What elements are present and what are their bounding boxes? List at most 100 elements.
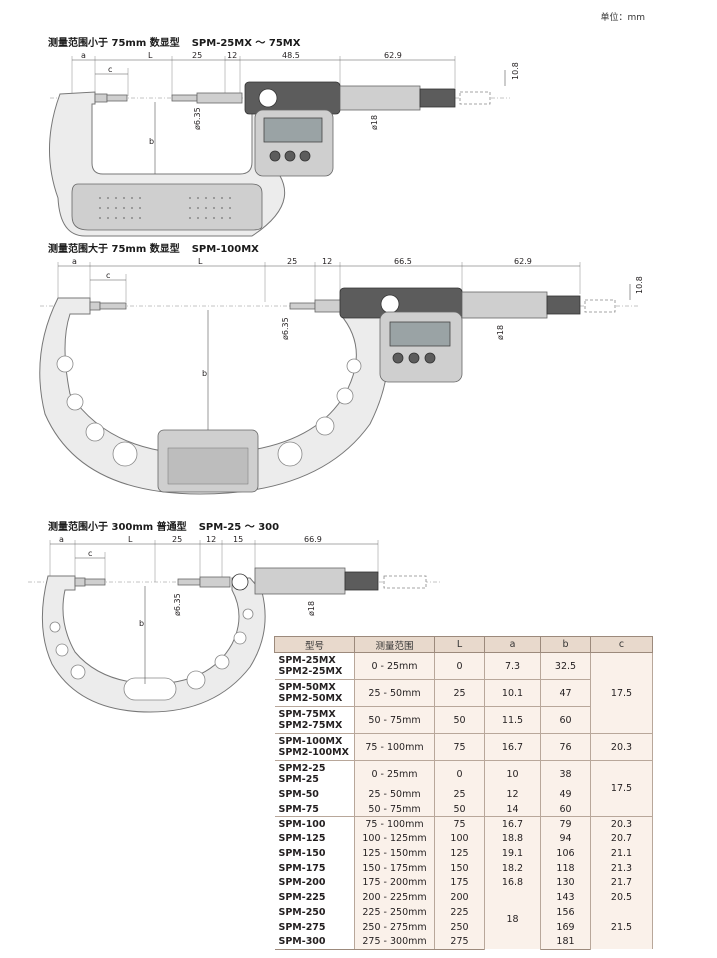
dim2-c: c [106,271,110,280]
cell-model: SPM-300 [274,934,355,950]
cell-model: SPM-175 [274,860,355,876]
cell-b: 49 [540,787,591,803]
drawing-digital-small: a c L 25 12 48.5 62.9 10.8 b ø6.35 ø18 [48,51,520,237]
cell-range: 150 - 175mm [354,860,435,876]
cell-b: 60 [540,706,591,734]
cell-a: 16.7 [484,733,541,761]
cell-L: 150 [434,860,485,876]
dim2-12: 12 [322,257,332,266]
cell-range: 225 - 250mm [354,905,435,920]
cell-model: SPM-125 [274,831,355,847]
cell-L: 50 [434,802,485,817]
cell-L: 250 [434,919,485,935]
dim3-c: c [88,549,92,558]
cell-c: 21.5 [590,905,653,950]
cell-b: 106 [540,846,591,861]
dim3-12: 12 [206,535,216,544]
dim1-phi18: ø18 [370,115,379,130]
cell-a: 19.1 [484,846,541,861]
dim2-phi6-35: ø6.35 [281,317,290,340]
dim1-12: 12 [227,51,237,60]
cell-range: 25 - 50mm [354,787,435,803]
cell-c: 20.5 [590,890,653,905]
cell-model: SPM-275 [274,919,355,935]
cell-L: 0 [434,760,485,788]
cell-c: 20.7 [590,831,653,847]
cell-model: SPM-150 [274,846,355,861]
cell-model: SPM-75 [274,802,355,817]
cell-range: 75 - 100mm [354,816,435,832]
table-header-row: 型号 测量范围 L a b c [274,636,653,653]
dim2-a: a [72,257,77,266]
dim1-48-5: 48.5 [282,51,300,60]
cell-a: 18.2 [484,860,541,876]
cell-L: 75 [434,733,485,761]
cell-b: 32.5 [540,652,591,680]
cell-range: 75 - 100mm [354,733,435,761]
cell-model: SPM-100 [274,816,355,832]
cell-range: 50 - 75mm [354,802,435,817]
cell-b: 143 [540,890,591,905]
cell-L: 100 [434,831,485,847]
dim3-phi18: ø18 [307,601,316,616]
cell-L: 200 [434,890,485,905]
drawing-digital-large: a c L 25 12 66.5 62.9 10.8 b ø6.35 ø18 [39,257,644,495]
dim3-b: b [139,619,144,628]
dim2-25: 25 [287,257,297,266]
cell-a: 10.1 [484,679,541,707]
dim3-15: 15 [233,535,243,544]
section-3-model: SPM-25 ～ 300 [198,522,280,533]
dim2-b: b [202,369,207,378]
dim1-62-9: 62.9 [384,51,402,60]
cell-c: 20.3 [590,816,653,832]
dim2-phi18: ø18 [496,325,505,340]
cell-L: 25 [434,679,485,707]
cell-range: 275 - 300mm [354,934,435,950]
cell-b: 94 [540,831,591,847]
col-range: 测量范围 [354,636,435,653]
dim3-25: 25 [172,535,182,544]
cell-b: 38 [540,760,591,788]
cell-b: 156 [540,905,591,920]
cell-b: 130 [540,875,591,891]
cell-a: 7.3 [484,652,541,680]
unit-label: 单位：mm [600,13,645,23]
dim1-c: c [108,65,112,74]
cell-c: 21.7 [590,875,653,891]
col-model: 型号 [274,636,355,653]
cell-model: SPM-250 [274,905,355,920]
cell-L: 225 [434,905,485,920]
cell-L: 50 [434,706,485,734]
dim3-a: a [59,535,64,544]
section-2-range: 测量范围大于 75mm 数显型 [48,244,180,255]
cell-c: 17.5 [590,652,653,734]
dim2-10-8: 10.8 [635,276,644,294]
cell-c: 21.3 [590,860,653,876]
cell-a: 14 [484,802,541,817]
cell-a: 10 [484,760,541,788]
cell-c: 21.1 [590,846,653,861]
col-L: L [434,636,485,653]
dim1-L: L [148,51,153,60]
cell-a: 11.5 [484,706,541,734]
cell-range: 125 - 150mm [354,846,435,861]
cell-model: SPM-225 [274,890,355,905]
dim3-66-9: 66.9 [304,535,322,544]
cell-b: 79 [540,816,591,832]
